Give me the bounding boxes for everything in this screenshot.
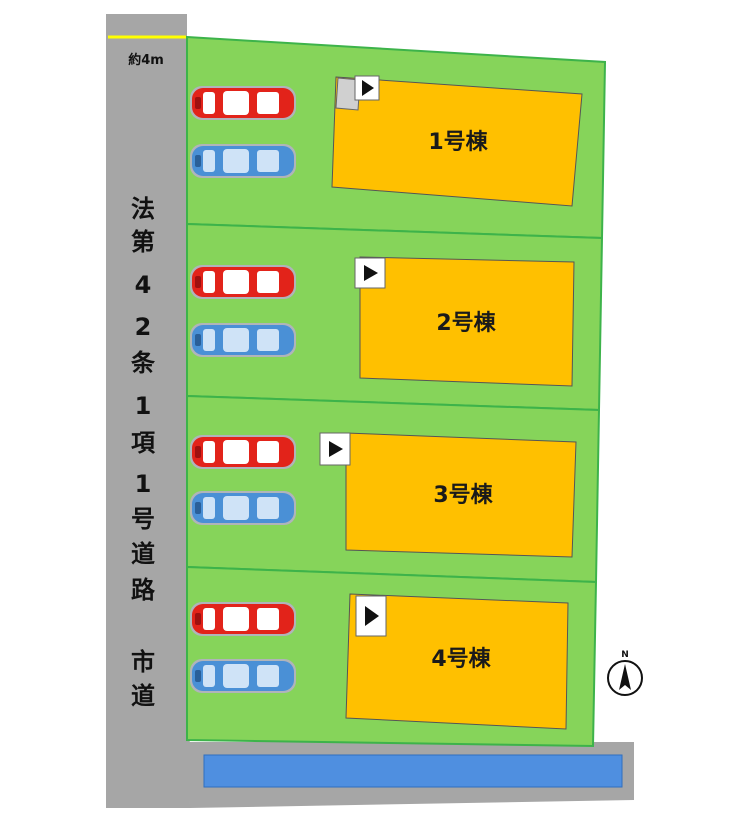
car-blue-icon [190, 659, 296, 693]
car-red-icon [190, 86, 296, 120]
play-triangle-icon [329, 441, 343, 457]
road-label-char: 道 [131, 540, 155, 568]
road-label-char: 市 [131, 648, 155, 676]
road-label-char: 1 [135, 470, 152, 498]
road-label-char: 法 [131, 195, 155, 223]
entrance-marker-3 [319, 432, 351, 466]
north-label: N [621, 650, 629, 660]
road-label-char: 第 [131, 228, 155, 256]
car-red-icon [190, 265, 296, 299]
entrance-marker-2 [354, 257, 386, 289]
road-label-char: 号 [131, 505, 155, 533]
road [106, 14, 190, 808]
road-label-char: 道 [131, 682, 155, 710]
car-red-icon [190, 602, 296, 636]
car-blue-icon [190, 491, 296, 525]
play-triangle-icon [362, 80, 374, 96]
north-compass: N [607, 650, 643, 696]
building-2-label: 2号棟 [436, 310, 496, 336]
entrance-marker-1 [335, 75, 380, 111]
north-arrow-icon [619, 664, 631, 690]
road-name-label: 法 第 4 2 条 1 項 1 号 道 路 市 道 [131, 195, 156, 710]
road-label-char: 2 [135, 313, 152, 341]
building-3 [345, 432, 577, 558]
play-triangle-icon [365, 606, 379, 626]
building-3-label: 3号棟 [433, 482, 493, 508]
road-label-char: 項 [131, 429, 156, 457]
car-blue-icon [190, 323, 296, 357]
play-triangle-icon [364, 265, 378, 281]
building-2 [359, 256, 575, 387]
road-label-char: 路 [131, 576, 156, 604]
building-4 [345, 593, 569, 730]
road-width-label: 約4m [128, 52, 164, 68]
building-4-label: 4号棟 [431, 646, 491, 672]
car-red-icon [190, 435, 296, 469]
road-label-char: 1 [135, 392, 152, 420]
car-blue-icon [190, 144, 296, 178]
building-1 [331, 76, 583, 207]
water-channel [203, 754, 623, 788]
road-label-char: 4 [135, 271, 152, 299]
building-1-label: 1号棟 [428, 129, 488, 155]
entrance-marker-4 [355, 595, 387, 637]
road-label-char: 条 [131, 349, 156, 377]
